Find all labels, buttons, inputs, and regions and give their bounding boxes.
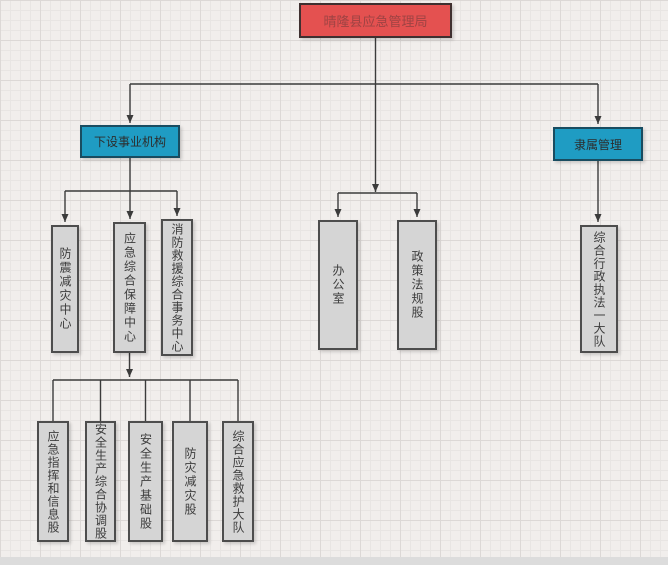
node-subordinate-institutions[interactable]: 下设事业机构 xyxy=(80,125,180,158)
node-label: 综合行政执法一大队 xyxy=(592,230,606,348)
node-law-enforcement-brigade[interactable]: 综合行政执法一大队 xyxy=(580,225,618,353)
node-production-foundation-section[interactable]: 安全生产基础股 xyxy=(128,421,163,542)
node-affiliated-management[interactable]: 隶属管理 xyxy=(553,127,643,161)
node-policy-regulation-section[interactable]: 政策法规股 xyxy=(397,220,437,350)
node-label: 安全生产综合协调股 xyxy=(93,423,108,540)
node-label: 应急综合保障中心 xyxy=(122,231,137,344)
node-label: 隶属管理 xyxy=(573,137,622,152)
node-label: 办公室 xyxy=(331,264,345,306)
node-production-coordination-section[interactable]: 安全生产综合协调股 xyxy=(85,421,116,542)
node-fire-rescue-affairs-center[interactable]: 消防救援综合事务中心 xyxy=(161,219,193,356)
node-emergency-rescue-brigade[interactable]: 综合应急救护大队 xyxy=(222,421,254,542)
node-label: 安全生产基础股 xyxy=(138,432,153,531)
canvas-bottom-edge xyxy=(0,557,668,565)
node-label: 防灾减灾股 xyxy=(183,446,197,517)
node-label: 晴隆县应急管理局 xyxy=(323,15,428,30)
node-label: 防震减灾中心 xyxy=(58,247,72,331)
node-emergency-support-center[interactable]: 应急综合保障中心 xyxy=(113,222,146,353)
node-label: 政策法规股 xyxy=(410,250,424,320)
node-label: 消防救援综合事务中心 xyxy=(170,222,184,353)
node-label: 综合应急救护大队 xyxy=(231,429,245,534)
node-earthquake-reduction-center[interactable]: 防震减灾中心 xyxy=(51,225,79,353)
node-office[interactable]: 办公室 xyxy=(318,220,358,350)
node-label: 下设事业机构 xyxy=(93,135,166,149)
node-emergency-command-info-section[interactable]: 应急指挥和信息股 xyxy=(37,421,69,542)
node-disaster-prevention-section[interactable]: 防灾减灾股 xyxy=(172,421,208,542)
node-label: 应急指挥和信息股 xyxy=(46,429,60,534)
node-emergency-bureau[interactable]: 晴隆县应急管理局 xyxy=(299,3,452,38)
